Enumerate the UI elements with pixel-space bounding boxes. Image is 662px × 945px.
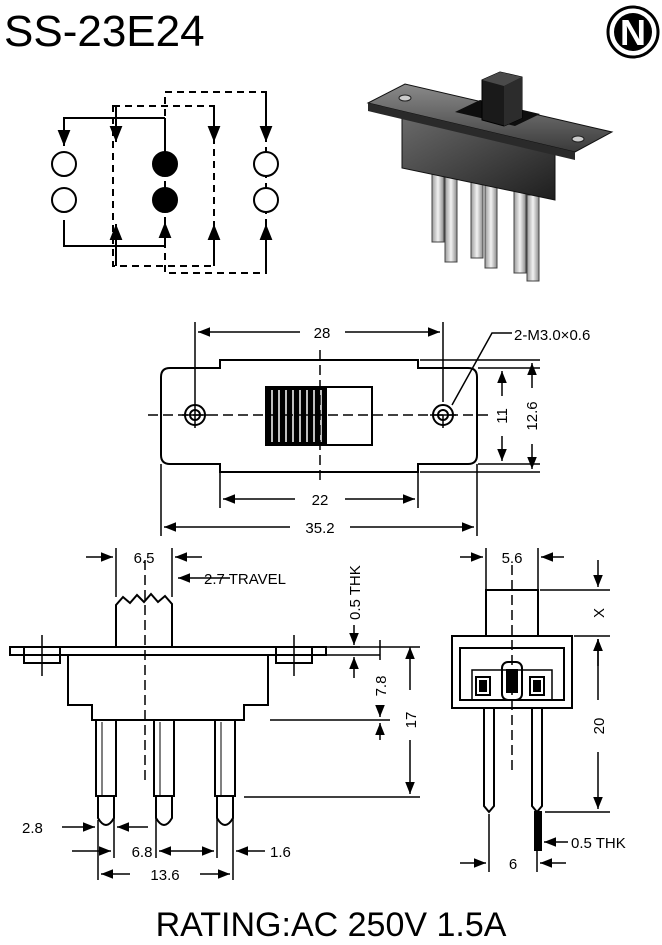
top-view-drawing: [148, 322, 540, 536]
contact-circle-common: [152, 151, 178, 177]
dim-1-6-label: 1.6: [270, 844, 291, 861]
dim-screw-label: 2-M3.0×0.6: [514, 327, 590, 344]
dim-11-label: 11: [494, 408, 511, 424]
dim-pin-thk-label: 0.5 THK: [571, 835, 626, 852]
contact-circle: [51, 187, 77, 213]
dim-20-label: 20: [591, 718, 608, 735]
schematic-solid-path-top: [57, 117, 165, 146]
dim-travel-label: 2.7 TRAVEL: [204, 571, 286, 588]
schematic-dashed-box-left: [112, 105, 215, 267]
schematic-solid-path-bottom: [63, 220, 165, 247]
rating-label: RATING:AC 250V 1.5A: [156, 906, 507, 944]
front-view-drawing: [9, 548, 420, 880]
contact-circle-common: [152, 187, 178, 213]
contact-circle: [253, 187, 279, 213]
dim-6-5-label: 6.5: [134, 550, 155, 567]
side-view-drawing: [451, 548, 610, 872]
dim-12-6-label: 12.6: [524, 401, 541, 430]
dim-35-2-label: 35.2: [305, 520, 334, 537]
dim-thk-label: 0.5 THK: [347, 565, 364, 620]
dim-17-label: 17: [403, 712, 420, 729]
switch-3d-illustration: [366, 71, 614, 282]
dim-5-6-label: 5.6: [502, 550, 523, 567]
dim-6-label: 6: [509, 856, 517, 873]
dim-28-label: 28: [314, 325, 331, 342]
dim-13-6-label: 13.6: [150, 867, 179, 884]
part-number-title: SS-23E24: [4, 7, 205, 56]
schematic-dashed-box-right: [164, 91, 267, 274]
dim-22-label: 22: [312, 492, 329, 509]
dim-x-label: X: [591, 608, 608, 618]
switch-schematic: [51, 91, 279, 274]
logo-letter: N: [620, 12, 646, 53]
contact-circle: [253, 151, 279, 177]
dim-2-8-label: 2.8: [22, 820, 43, 837]
contact-circle: [51, 151, 77, 177]
dim-7-8-label: 7.8: [373, 676, 390, 697]
dim-6-8-label: 6.8: [132, 844, 153, 861]
n-logo-icon: N: [606, 5, 660, 59]
